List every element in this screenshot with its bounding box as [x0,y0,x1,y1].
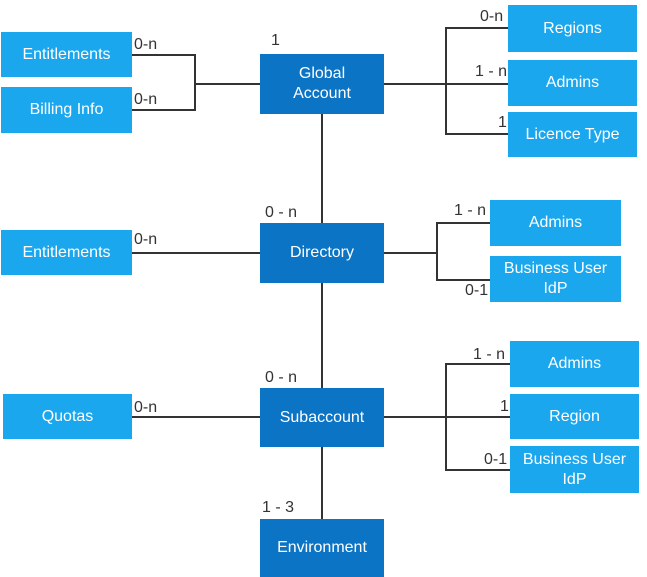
connector-licence-type [445,84,508,135]
regions-box: Regions [508,5,637,52]
licence-type-box: Licence Type [508,112,637,157]
cardinality-billing-info: 0-n [134,91,158,108]
directory-label: Directory [289,244,354,261]
entitlements-mid-box: Entitlements [1,230,132,275]
global-account-label: Global Account [293,65,351,102]
region-label: Region [549,407,600,425]
connector-admins-mid [384,222,490,254]
connector-business-user-idp-bottom [445,417,510,471]
cardinality-environment: 1 - 3 [262,499,295,516]
cardinality-global-account: 1 [271,32,280,49]
quotas-label: Quotas [41,407,94,425]
cardinality-regions: 0-n [480,8,504,25]
business-user-idp-bottom-box: Business User IdP [510,446,639,493]
cardinality-subaccount: 0 - n [265,369,298,386]
admins-bottom-box: Admins [510,341,639,387]
admins-mid-box: Admins [490,200,621,246]
global-account-box: Global Account [260,54,384,114]
cardinality-admins-bottom: 1 - n [473,346,506,363]
subaccount-label: Subaccount [279,408,365,426]
connector-regions [384,27,508,85]
billing-info-box: Billing Info [1,87,132,133]
region-box: Region [510,394,639,439]
entitlements-mid-label: Entitlements [22,243,111,261]
quotas-box: Quotas [3,394,132,439]
billing-info-label: Billing Info [29,101,104,118]
admins-bottom-label: Admins [547,355,602,372]
business-user-idp-mid-box: Business User IdP [490,256,621,302]
cardinality-quotas: 0-n [134,399,158,416]
cardinality-licence-type: 1 [498,114,507,131]
entitlements-top-label: Entitlements [22,45,111,63]
connector-admins-bottom [384,363,510,418]
admins-top-label: Admins [545,74,600,91]
cardinality-business-user-idp-mid: 0-1 [465,282,489,299]
licence-type-label: Licence Type [525,125,620,143]
admins-mid-label: Admins [528,214,583,231]
environment-box: Environment [260,519,384,577]
cardinality-admins-mid: 1 - n [454,202,487,219]
connector-billing-info [132,84,196,111]
business-user-idp-bottom-label: Business User IdP [522,450,627,488]
admins-top-box: Admins [508,60,637,106]
regions-label: Regions [543,19,602,37]
cardinality-entitlements-mid: 0-n [134,231,158,248]
business-user-idp-mid-label: Business User IdP [503,260,608,297]
entitlements-top-box: Entitlements [1,32,132,77]
cardinality-region: 1 [500,398,509,415]
connector-business-user-idp-mid [436,253,490,281]
cardinality-business-user-idp-bottom: 0-1 [484,451,508,468]
directory-box: Directory [260,223,384,283]
cardinality-entitlements-top: 0-n [134,36,158,53]
environment-label: Environment [277,539,367,556]
cardinality-admins-top: 1 - n [475,63,508,80]
connector-entitlements-top [132,54,260,85]
cardinality-directory: 0 - n [265,204,298,221]
subaccount-box: Subaccount [260,388,384,447]
